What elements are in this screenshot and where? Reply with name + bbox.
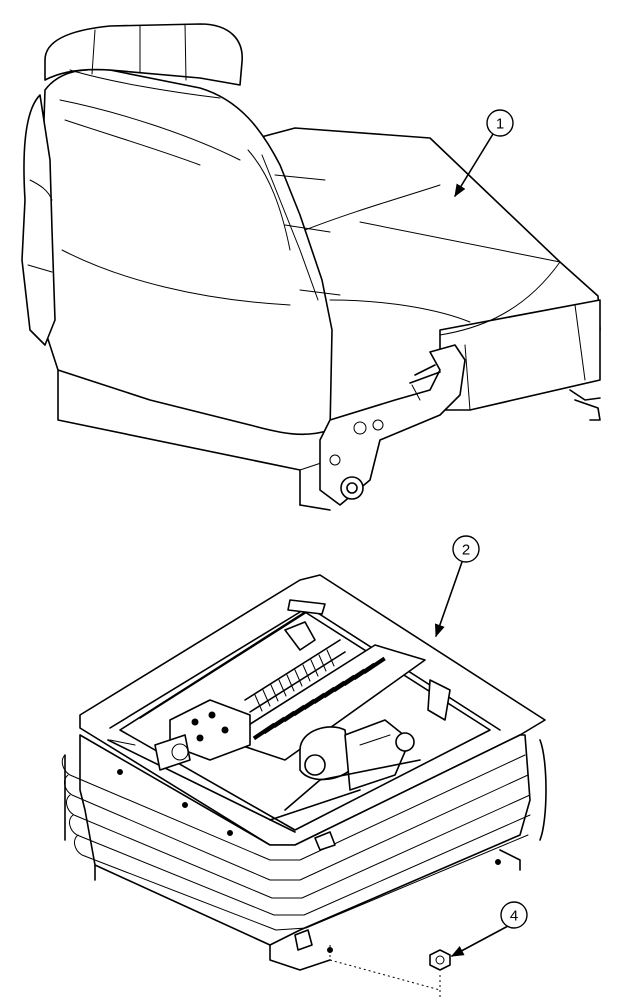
callout-2-label: 2 [462, 542, 470, 559]
hex-nut [329, 945, 451, 1000]
callout-1-label: 1 [496, 116, 504, 133]
callout-4-label: 4 [510, 908, 518, 925]
callout-2: 2 [452, 535, 480, 563]
leader-lines [434, 133, 509, 957]
callout-4: 4 [500, 901, 528, 929]
seat-suspension-base [61, 574, 547, 971]
seat-cushion-assembly [21, 23, 601, 511]
callout-1: 1 [486, 109, 514, 137]
